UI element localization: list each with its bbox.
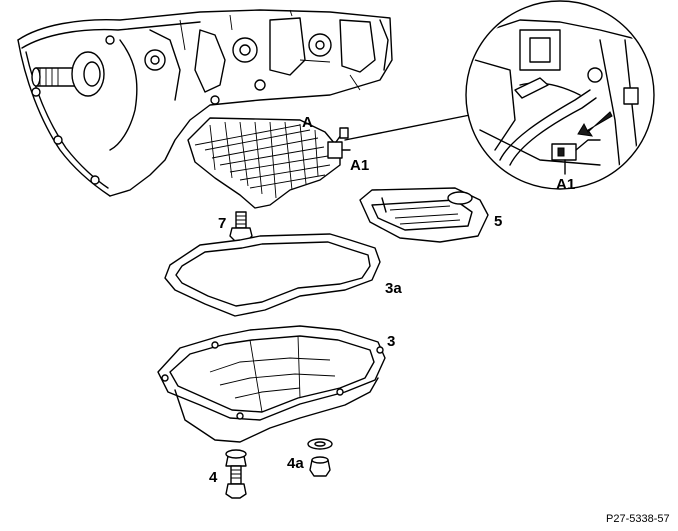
- label-3: 3: [387, 333, 395, 350]
- label-4: 4: [209, 469, 218, 486]
- transmission-housing: [17, 9, 393, 197]
- bolt-7: [229, 211, 253, 243]
- detail-view: [465, 0, 655, 190]
- valve-body: [187, 117, 351, 209]
- oil-filter: [359, 187, 489, 243]
- bolt-4: [225, 449, 247, 499]
- label-3a: 3a: [385, 280, 402, 297]
- reference-code: P27-5338-57: [606, 513, 670, 525]
- label-7: 7: [218, 215, 226, 232]
- detail-leader-line: [344, 114, 471, 141]
- drain-plug: [307, 438, 333, 477]
- label-a1-detail: A1: [556, 176, 575, 193]
- oil-pan: [157, 325, 386, 443]
- gasket: [164, 233, 381, 317]
- label-4a: 4a: [287, 455, 304, 472]
- label-a: A: [302, 114, 313, 131]
- label-5: 5: [494, 213, 502, 230]
- label-a1-main: A1: [350, 157, 369, 174]
